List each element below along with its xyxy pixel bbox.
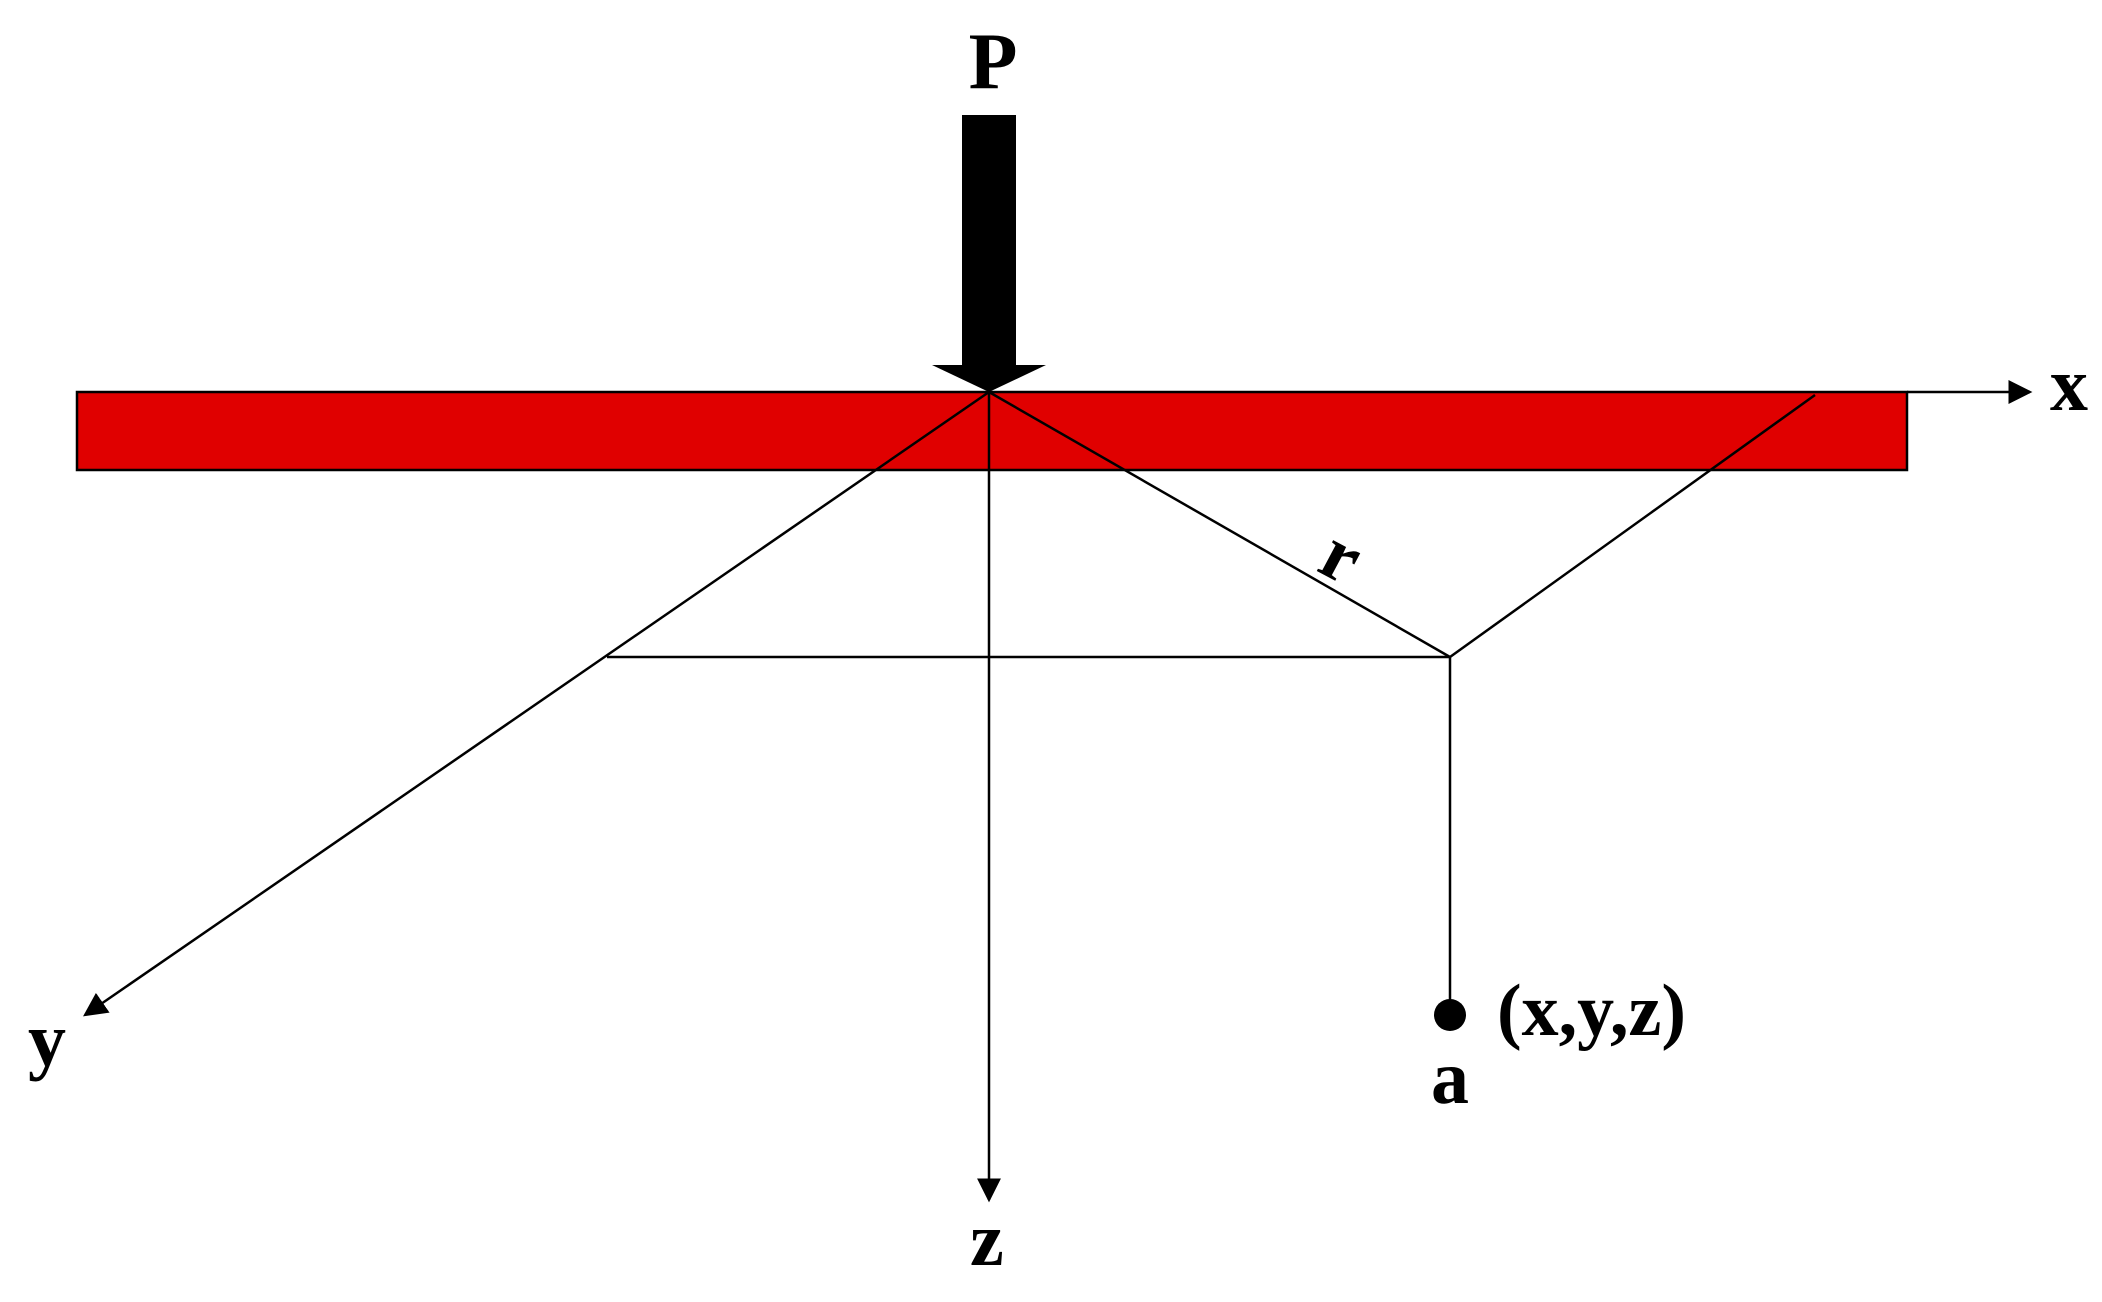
point-name-label: a [1431,1036,1469,1120]
radius-line [988,390,1451,659]
x-axis-label: x [2050,343,2088,427]
y-axis-line [83,390,990,1017]
beam [75,390,1909,472]
z-axis-label: z [970,1198,1004,1282]
distance-label: r [1307,511,1376,601]
y-axis-label: y [28,998,66,1082]
construction-line-x [1449,393,1816,659]
load-arrow [932,115,1046,392]
point-coords-label: (x,y,z) [1497,970,1686,1052]
point-a-marker [1434,999,1466,1031]
force-label: P [969,18,1018,106]
